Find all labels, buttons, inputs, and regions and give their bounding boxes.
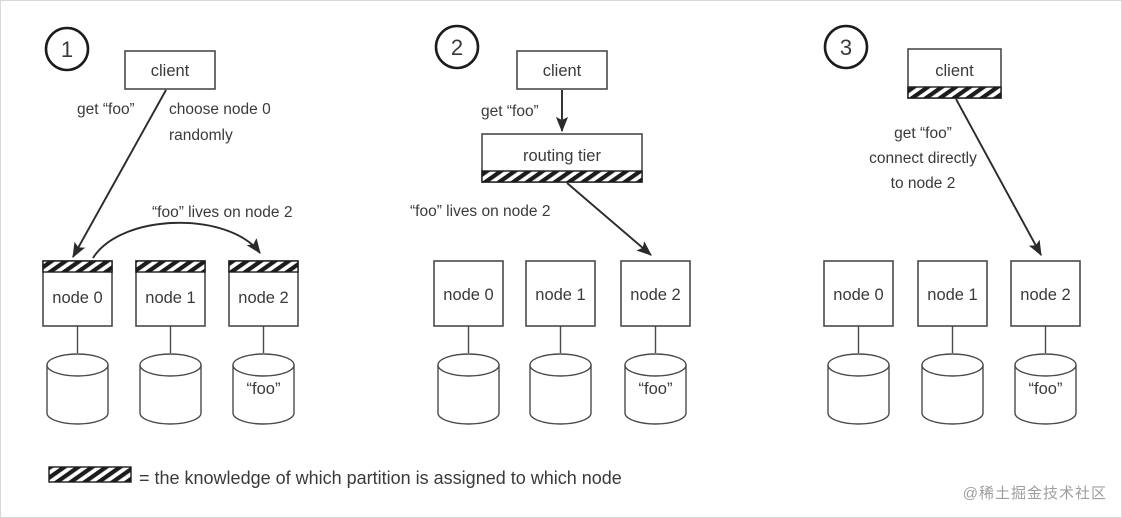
panel-3-db-2-label: “foo” [1029, 380, 1063, 398]
legend: = the knowledge of which partition is as… [48, 466, 622, 488]
panel-3-node-0: node 0 [823, 260, 894, 353]
legend-hatch-swatch [48, 466, 132, 483]
panel-2-arrow-router-to-node2 [566, 182, 652, 256]
panel-3-annotation-get-foo: get “foo” [894, 125, 952, 142]
panel-1-annotation-foo-lives: “foo” lives on node 2 [152, 204, 292, 221]
panel-1-arrow-client-to-node0 [72, 89, 167, 258]
panel-3-db-1 [921, 353, 984, 425]
panel-2-node-1-label: node 1 [535, 286, 585, 304]
panel-1-number-badge: 1 [44, 26, 90, 72]
panel-1-node-2: node 2 [228, 260, 299, 353]
panel-2-db-2-label: “foo” [639, 380, 673, 398]
panel-1-db-2-label: “foo” [247, 380, 281, 398]
panel-1-node-0-label: node 0 [52, 289, 102, 307]
panel-1-node-2-label: node 2 [238, 289, 288, 307]
panel-3-node-2: node 2 [1010, 260, 1081, 353]
panel-2-db-2: “foo” [624, 353, 687, 425]
panel-1-client-label: client [151, 62, 190, 80]
panel-2-client: client [516, 50, 608, 90]
panel-3-number-badge: 3 [823, 24, 869, 70]
panel-1: 1 client get “foo” choose node 0 randoml… [42, 26, 299, 425]
panel-2-node-0-label: node 0 [443, 286, 493, 304]
panel-3: 3 client get “foo” connect directly to n… [823, 24, 1081, 425]
panel-1-client: client [124, 50, 216, 90]
panel-3-node-0-label: node 0 [833, 286, 883, 304]
panel-3-annotation-connect-directly: connect directly [869, 150, 977, 167]
panel-3-arrow-client-to-node2 [955, 98, 1042, 257]
panel-2-routing-tier-hatch [481, 170, 643, 183]
panel-2-annotation-foo-lives: “foo” lives on node 2 [410, 203, 550, 220]
panel-3-node-1-label: node 1 [927, 286, 977, 304]
panel-2-db-0 [437, 353, 500, 425]
panel-1-annotation-get-foo: get “foo” [77, 101, 135, 118]
panel-2: 2 client get “foo” routing tier “foo” li… [410, 24, 691, 425]
panel-2-number-badge: 2 [434, 24, 480, 70]
panel-1-annotation-choose-node: choose node 0 [169, 101, 271, 118]
panel-1-annotation-randomly: randomly [169, 127, 233, 144]
panel-3-annotation-to-node-2: to node 2 [891, 175, 956, 192]
panel-1-node-2-hatch [228, 260, 299, 273]
panel-2-annotation-get-foo: get “foo” [481, 103, 539, 120]
panel-2-db-1 [529, 353, 592, 425]
panel-2-node-2-label: node 2 [630, 286, 680, 304]
panel-2-node-1: node 1 [525, 260, 596, 353]
panel-1-db-1 [139, 353, 202, 425]
legend-text: = the knowledge of which partition is as… [139, 468, 622, 488]
panel-2-node-0: node 0 [433, 260, 504, 353]
panel-1-arrow-node0-to-node2 [92, 221, 261, 259]
panel-1-node-1: node 1 [135, 260, 206, 353]
panel-1-number: 1 [61, 37, 73, 62]
panel-3-client: client [907, 48, 1002, 99]
panel-3-node-2-label: node 2 [1020, 286, 1070, 304]
panel-3-db-0 [827, 353, 890, 425]
panel-3-client-hatch [907, 86, 1002, 99]
panel-1-db-2: “foo” [232, 353, 295, 425]
panel-1-node-0-hatch [42, 260, 113, 273]
panel-1-node-1-hatch [135, 260, 206, 273]
panel-2-client-label: client [543, 62, 582, 80]
panel-3-number: 3 [840, 35, 852, 60]
panel-2-node-2: node 2 [620, 260, 691, 353]
panel-2-routing-tier: routing tier [481, 133, 643, 183]
watermark: @稀土掘金技术社区 [962, 485, 1107, 502]
panel-3-node-1: node 1 [917, 260, 988, 353]
panel-1-node-0: node 0 [42, 260, 113, 353]
panel-2-routing-tier-label: routing tier [523, 147, 601, 165]
panel-2-number: 2 [451, 35, 463, 60]
panel-3-db-2: “foo” [1014, 353, 1077, 425]
panel-1-db-0 [46, 353, 109, 425]
panel-1-node-1-label: node 1 [145, 289, 195, 307]
panel-3-client-label: client [935, 62, 974, 80]
